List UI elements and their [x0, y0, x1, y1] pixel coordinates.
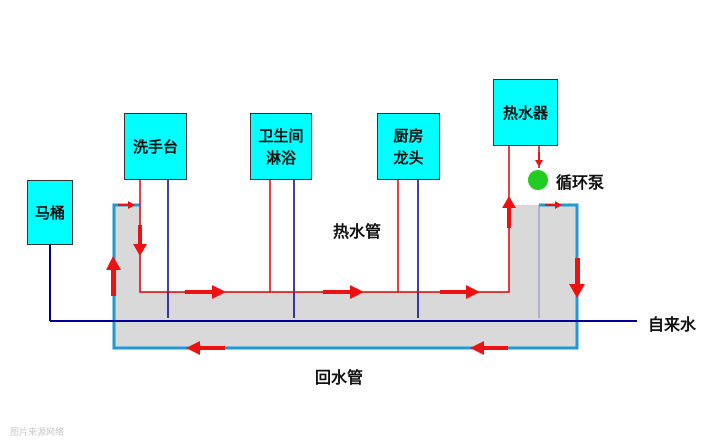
heater-box: 热水器: [493, 79, 558, 146]
return-loop-area: [114, 205, 577, 348]
shower-box: 卫生间 淋浴: [250, 113, 312, 180]
arrow-right: [118, 201, 135, 209]
flow-arrows: [106, 152, 585, 355]
arrow-left: [186, 341, 225, 355]
kitchen-box: 厨房 龙头: [377, 113, 440, 180]
toilet-box: 马桶: [27, 180, 73, 245]
arrow-right: [545, 201, 562, 209]
pump-icon: [528, 170, 548, 190]
return-pipe-label: 回水管: [315, 368, 364, 387]
basin-box: 洗手台: [124, 113, 187, 180]
kitchen-label-line2: 龙头: [393, 148, 424, 167]
arrow-right: [185, 285, 226, 299]
heater-label: 热水器: [502, 103, 548, 122]
watermark: 图片来源网络: [10, 428, 65, 438]
arrow-up: [502, 196, 516, 228]
hot-pipe-label: 热水管: [333, 222, 382, 241]
arrow-up: [106, 256, 121, 296]
arrow-right: [440, 285, 480, 299]
arrow-down: [569, 258, 585, 298]
shower-label-line2: 淋浴: [265, 148, 296, 167]
arrow-left: [470, 341, 508, 355]
shower-label-line1: 卫生间: [258, 126, 304, 145]
arrow-right: [323, 285, 364, 299]
pump-label: 循环泵: [556, 173, 605, 192]
arrow-down: [535, 152, 543, 167]
kitchen-label-line1: 厨房: [393, 126, 424, 145]
basin-label: 洗手台: [132, 137, 178, 156]
toilet-label: 马桶: [34, 203, 65, 222]
hot-water-pipe: [139, 146, 510, 293]
tap-water-label: 自来水: [648, 315, 697, 334]
arrow-down: [133, 225, 147, 256]
